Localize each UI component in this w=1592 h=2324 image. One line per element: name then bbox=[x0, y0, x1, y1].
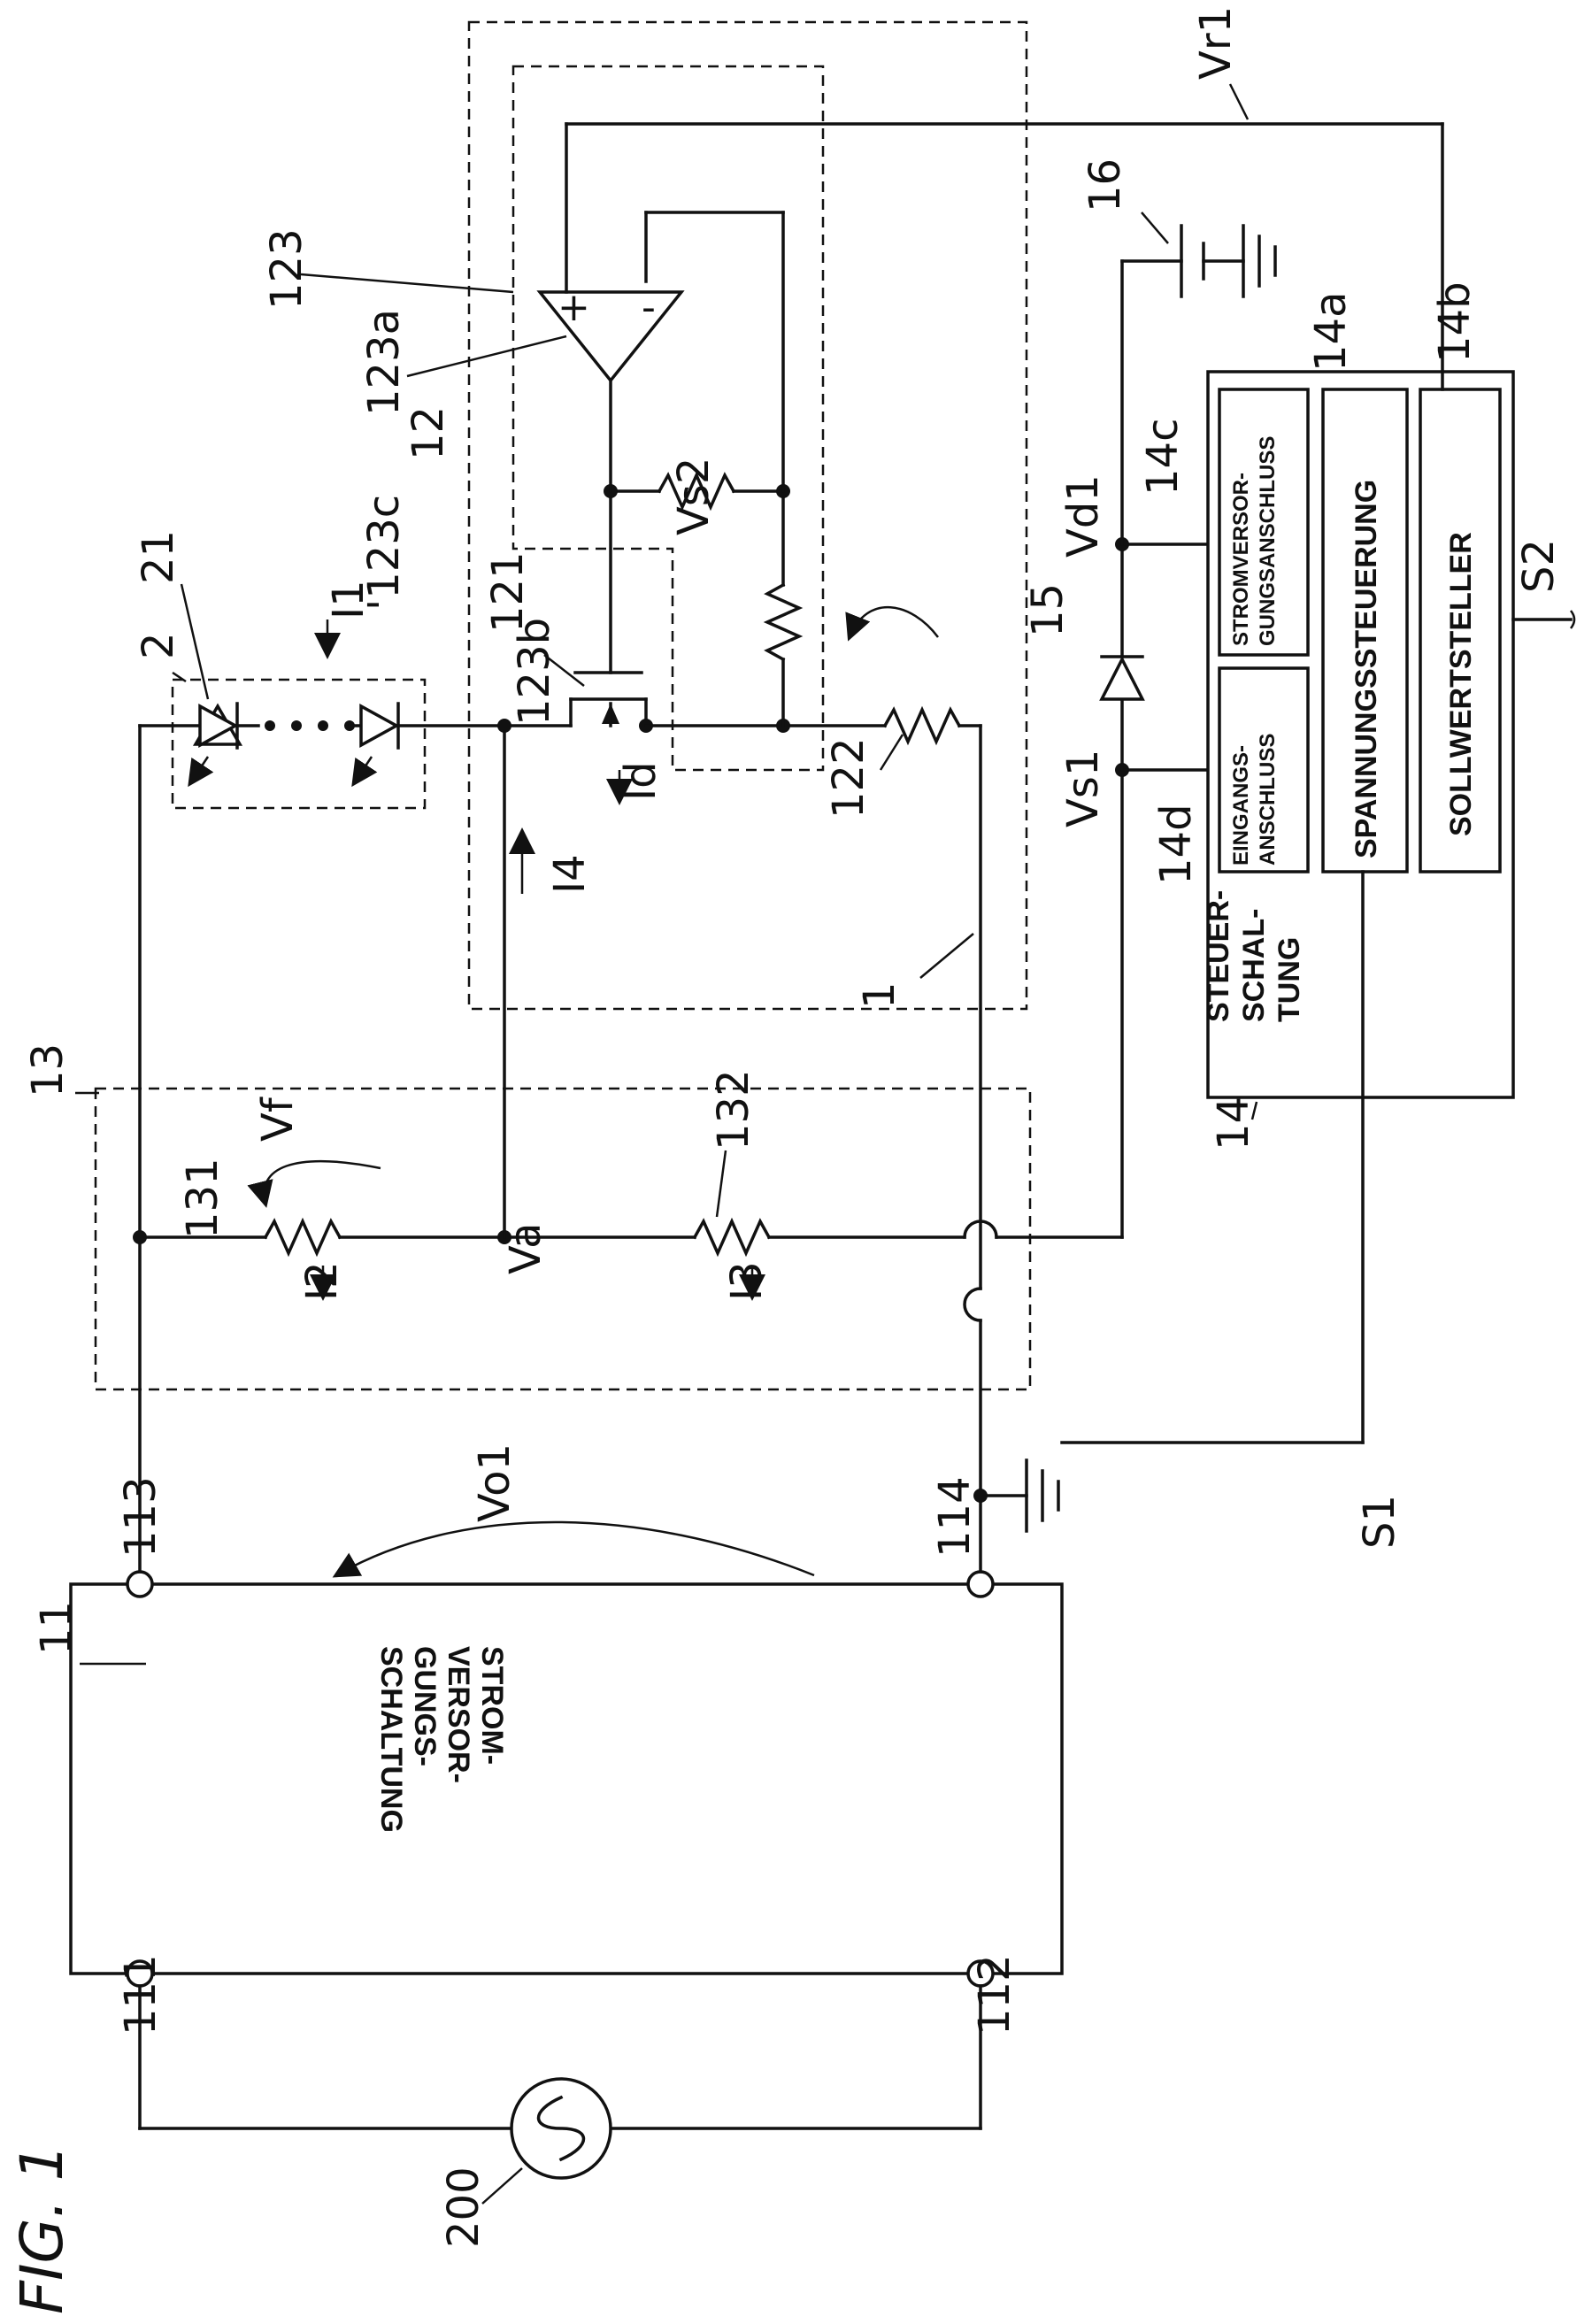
ref-123a: 123a bbox=[359, 309, 409, 416]
ref-21: 21 bbox=[134, 530, 183, 584]
rails bbox=[140, 726, 1058, 1572]
ref-111: 111 bbox=[116, 1954, 165, 2035]
ref-114: 114 bbox=[930, 1476, 980, 1558]
ref-123c: '123c bbox=[359, 495, 409, 611]
resistor-132 bbox=[695, 1221, 769, 1253]
svg-text:SOLLWERTSTELLER: SOLLWERTSTELLER bbox=[1444, 532, 1478, 836]
ref-Id: Id bbox=[616, 761, 665, 801]
ref-15: 15 bbox=[1023, 583, 1073, 637]
ref-Vo1: Vo1 bbox=[470, 1443, 519, 1522]
ref-Vf: Vf bbox=[253, 1097, 303, 1142]
svg-text:SPANNUNGSSTEUERUNG: SPANNUNGSSTEUERUNG bbox=[1350, 480, 1383, 858]
terminal-113 bbox=[127, 1572, 152, 1597]
ref-14: 14 bbox=[1209, 1097, 1258, 1150]
ref-200: 200 bbox=[439, 2166, 488, 2248]
ref-2: 2 bbox=[134, 632, 183, 659]
led-array bbox=[140, 680, 571, 808]
figure-label: FIG. 1 bbox=[8, 2143, 76, 2314]
ref-14d: 14d bbox=[1151, 804, 1201, 885]
block-123-box bbox=[513, 66, 823, 770]
ref-121: 121 bbox=[483, 551, 533, 633]
ref-12: 12 bbox=[404, 406, 453, 460]
ref-113: 113 bbox=[116, 1476, 165, 1558]
resistor-131 bbox=[265, 1221, 340, 1253]
resistor-123b bbox=[767, 585, 799, 659]
diode-15 bbox=[1102, 659, 1142, 699]
ref-131: 131 bbox=[178, 1158, 227, 1239]
ref-I2: I2 bbox=[297, 1261, 347, 1301]
ref-123b: 123b bbox=[510, 618, 559, 726]
ref-Va: Va bbox=[501, 1222, 550, 1274]
ref-11: 11 bbox=[32, 1601, 81, 1655]
block-13 bbox=[96, 719, 1122, 1389]
ref-Vr1: Vr1 bbox=[1191, 6, 1241, 80]
ref-S1: S1 bbox=[1355, 1495, 1404, 1549]
ref-112: 112 bbox=[970, 1954, 1019, 2035]
ref-I4: I4 bbox=[545, 854, 595, 894]
opamp-plus: + bbox=[558, 285, 590, 330]
ref-Vd1: Vd1 bbox=[1058, 474, 1108, 558]
ref-14b: 14b bbox=[1430, 281, 1480, 363]
block-13-box bbox=[96, 1089, 1030, 1389]
ref-16: 16 bbox=[1081, 158, 1130, 212]
ref-13: 13 bbox=[23, 1043, 73, 1097]
ref-132: 132 bbox=[709, 1069, 758, 1150]
opamp-minus: - bbox=[642, 285, 656, 330]
ref-123: 123 bbox=[262, 228, 311, 310]
ref-1: 1 bbox=[855, 981, 904, 1009]
ac-source bbox=[140, 1986, 981, 2178]
terminal-114 bbox=[968, 1572, 993, 1597]
ref-14a: 14a bbox=[1306, 292, 1356, 373]
ref-14c: 14c bbox=[1138, 419, 1188, 496]
resistor-122 bbox=[885, 710, 959, 742]
ref-Vs1: Vs1 bbox=[1058, 750, 1108, 827]
ref-Vs2: Vs2 bbox=[669, 458, 719, 535]
power-supply-block: STROM- VERSOR- GUNGS- SCHALTUNG bbox=[71, 1572, 1062, 1986]
ref-122: 122 bbox=[824, 737, 873, 819]
ref-S2: S2 bbox=[1514, 539, 1564, 593]
ref-I3: I3 bbox=[722, 1261, 772, 1301]
